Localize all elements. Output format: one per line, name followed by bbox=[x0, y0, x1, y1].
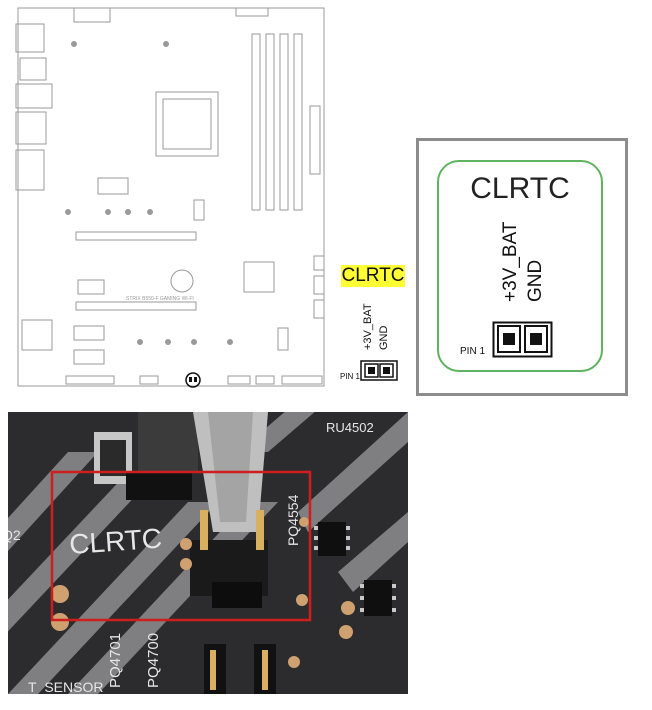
cmos-battery bbox=[170, 269, 194, 293]
board-model-text: STRIX B550-F GAMING WI-FI bbox=[126, 296, 194, 302]
photo-silk-pq4700: PQ4700 bbox=[145, 633, 162, 688]
chipset bbox=[243, 261, 275, 293]
pcie-slot bbox=[75, 231, 197, 241]
photo-silk-ru4502: RU4502 bbox=[326, 420, 374, 435]
inset-pin1-label: PIN 1 bbox=[460, 346, 486, 357]
inset-rounded-border bbox=[437, 160, 603, 372]
dimm-slot bbox=[251, 33, 261, 211]
clrtc-callout-title: CLRTC bbox=[341, 265, 405, 287]
dimm-slot bbox=[279, 33, 289, 211]
photo-silk-q2: Q2 bbox=[8, 527, 21, 543]
pcie-slot bbox=[75, 301, 197, 311]
photo-silk-pq4701: PQ4701 bbox=[107, 633, 124, 688]
board-outline bbox=[17, 7, 325, 387]
dimm-slot bbox=[293, 33, 303, 211]
photo-silk-pq4554: PQ4554 bbox=[285, 494, 301, 546]
inset-pin-bat-label: +3V_BAT bbox=[500, 221, 521, 302]
inset-title: CLRTC bbox=[470, 172, 570, 205]
callout-pin1-label: PIN 1 bbox=[340, 372, 361, 381]
callout-pin-bat-label: +3V_BAT bbox=[362, 303, 374, 350]
inset-header-icon bbox=[492, 321, 553, 358]
photo-silk-sensor: T_SENSOR bbox=[28, 679, 103, 694]
photo-silk-clrtc: CLRTC bbox=[68, 523, 163, 560]
cpu-socket bbox=[155, 91, 219, 157]
dimm-slot bbox=[265, 33, 275, 211]
clrtc-photo: CLRTC PQ4554 PQ4701 PQ4700 RU4502 T_SENS… bbox=[8, 412, 408, 694]
callout-header-icon bbox=[360, 360, 398, 381]
photo-highlight-box bbox=[50, 470, 312, 622]
clrtc-locator-circle bbox=[185, 372, 201, 388]
inset-pin-gnd-label: GND bbox=[525, 259, 546, 302]
callout-pin-gnd-label: GND bbox=[378, 325, 390, 350]
motherboard-diagram: STRIX B550-F GAMING WI-FI bbox=[15, 7, 325, 388]
